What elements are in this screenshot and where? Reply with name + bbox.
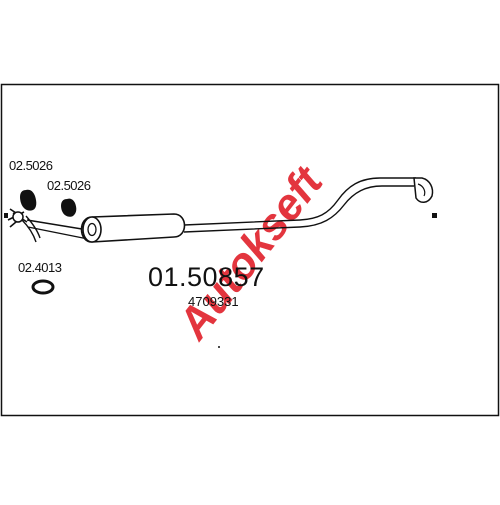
svg-text:Autokseft: Autokseft <box>168 156 334 349</box>
oem-number: 4709331 <box>188 294 239 309</box>
right-edge-mark <box>432 213 437 218</box>
clamp-icon-lower <box>61 198 77 217</box>
watermark-logo: Autokseft <box>168 156 334 349</box>
outlet-end <box>413 177 434 203</box>
part-number: 01.50857 <box>148 262 265 292</box>
clamp-icon-upper <box>20 189 37 211</box>
tail-pipe <box>183 177 416 233</box>
left-edge-mark <box>4 213 8 218</box>
diagram-frame <box>0 83 500 417</box>
center-dot <box>218 346 220 348</box>
clamp-label-upper: 02.5026 <box>9 158 53 173</box>
clamp-label-lower: 02.5026 <box>47 178 91 193</box>
gasket-label: 02.4013 <box>18 260 62 275</box>
front-pipe <box>21 215 89 243</box>
muffler-body <box>80 213 186 243</box>
gasket-icon <box>31 279 55 295</box>
inlet-flange <box>7 208 28 228</box>
